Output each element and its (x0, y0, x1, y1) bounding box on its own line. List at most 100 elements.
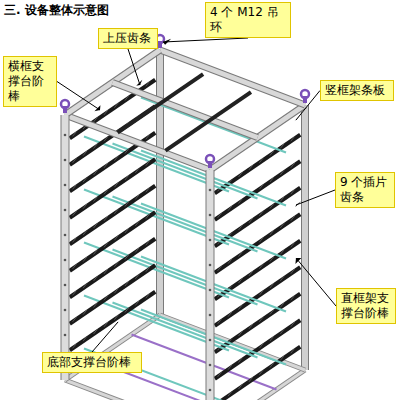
rack-tooth (218, 266, 222, 271)
rack-tooth (228, 206, 232, 211)
post-hole (209, 364, 212, 367)
bottom-rod (132, 335, 277, 390)
callout-text: 4 个 M12 吊环 (210, 5, 286, 35)
rack-tooth (270, 310, 274, 315)
rack-tooth (146, 294, 150, 299)
post-hole (64, 309, 67, 312)
frame-post (207, 170, 214, 400)
rack-bar (70, 239, 156, 298)
rack-tooth (280, 329, 284, 334)
rack-tooth (104, 269, 108, 274)
top-frame (65, 115, 210, 170)
rack-tooth (135, 248, 139, 253)
support-rod (113, 249, 258, 304)
leader-arrowhead (295, 258, 301, 264)
rack-tooth (249, 377, 253, 382)
rack-tooth (73, 211, 77, 216)
top-frame (113, 83, 258, 138)
rack-tooth (73, 185, 77, 190)
rack-tooth (114, 209, 118, 214)
rack-tooth (259, 158, 263, 163)
rack-bar (70, 292, 156, 351)
rack-tooth (291, 349, 295, 354)
rack-tooth (239, 331, 243, 336)
rack-bar (70, 212, 156, 271)
rack-tooth (280, 197, 284, 202)
post-hole (64, 259, 67, 262)
frame-post (156, 50, 164, 315)
callout-text: 9 个插片齿条 (340, 175, 390, 205)
rack-tooth (239, 199, 243, 204)
callout-box: 上压齿条 (98, 28, 158, 49)
rack-tooth (125, 228, 129, 233)
leader-line (163, 38, 248, 42)
rack-tooth (280, 356, 284, 361)
leader-arrowhead (113, 321, 119, 327)
rack-tooth (83, 336, 87, 341)
rack-tooth (218, 213, 222, 218)
rack-tooth (83, 177, 87, 182)
rack-tooth (125, 255, 129, 260)
rack-bar (215, 135, 301, 194)
rack-tooth (259, 264, 263, 269)
rack-tooth (259, 343, 263, 348)
rack-tooth (270, 151, 274, 156)
rack-tooth (228, 391, 232, 396)
rack-tooth (114, 315, 118, 320)
rack-tooth (114, 262, 118, 267)
post-hole (209, 289, 212, 292)
rack-tooth (125, 96, 129, 101)
rack-tooth (146, 82, 150, 87)
rack-bar (70, 159, 156, 218)
rack-tooth (218, 319, 222, 324)
post-hole (209, 189, 212, 192)
callout-text: 上压齿条 (103, 31, 153, 46)
rack-bar (70, 186, 156, 245)
rack-tooth (104, 190, 108, 195)
rack-tooth (104, 243, 108, 248)
support-rod (113, 302, 258, 357)
support-rod (141, 97, 286, 152)
callout-box: 横框支撑台阶棒 (3, 56, 57, 107)
post-hole (64, 184, 67, 187)
rack-tooth (291, 243, 295, 248)
rack-tooth (239, 172, 243, 177)
post-hole (64, 134, 67, 137)
rack-tooth (83, 151, 87, 156)
rack-tooth (239, 252, 243, 257)
rack-tooth (104, 216, 108, 221)
leader-line (128, 49, 140, 85)
rack-tooth (135, 168, 139, 173)
callout-box: 竖框架条板 (320, 80, 394, 101)
rack-tooth (135, 221, 139, 226)
rack-tooth (270, 336, 274, 341)
frame-post (302, 105, 308, 370)
rack-tooth (249, 165, 253, 170)
rack-tooth (291, 322, 295, 327)
rack-tooth (73, 317, 77, 322)
rack-tooth (73, 344, 77, 349)
rack-tooth (73, 132, 77, 137)
rack-tooth (291, 296, 295, 301)
rack-tooth (114, 103, 118, 108)
rack-tooth (218, 372, 222, 377)
rack-bar (215, 214, 301, 273)
leader-line (92, 322, 118, 352)
rack-tooth (125, 281, 129, 286)
post-hole (209, 214, 212, 217)
rack-tooth (239, 384, 243, 389)
rack-tooth (280, 144, 284, 149)
rack-tooth (239, 225, 243, 230)
rack-tooth (280, 276, 284, 281)
rack-tooth (94, 223, 98, 228)
rack-tooth (94, 303, 98, 308)
callout-text: 底部支撑台阶棒 (47, 355, 137, 370)
rack-tooth (135, 301, 139, 306)
rack-tooth (280, 250, 284, 255)
rack-tooth (94, 144, 98, 149)
rack-tooth (239, 278, 243, 283)
post-hole (64, 284, 67, 287)
rack-tooth (114, 156, 118, 161)
rack-tooth (146, 188, 150, 193)
